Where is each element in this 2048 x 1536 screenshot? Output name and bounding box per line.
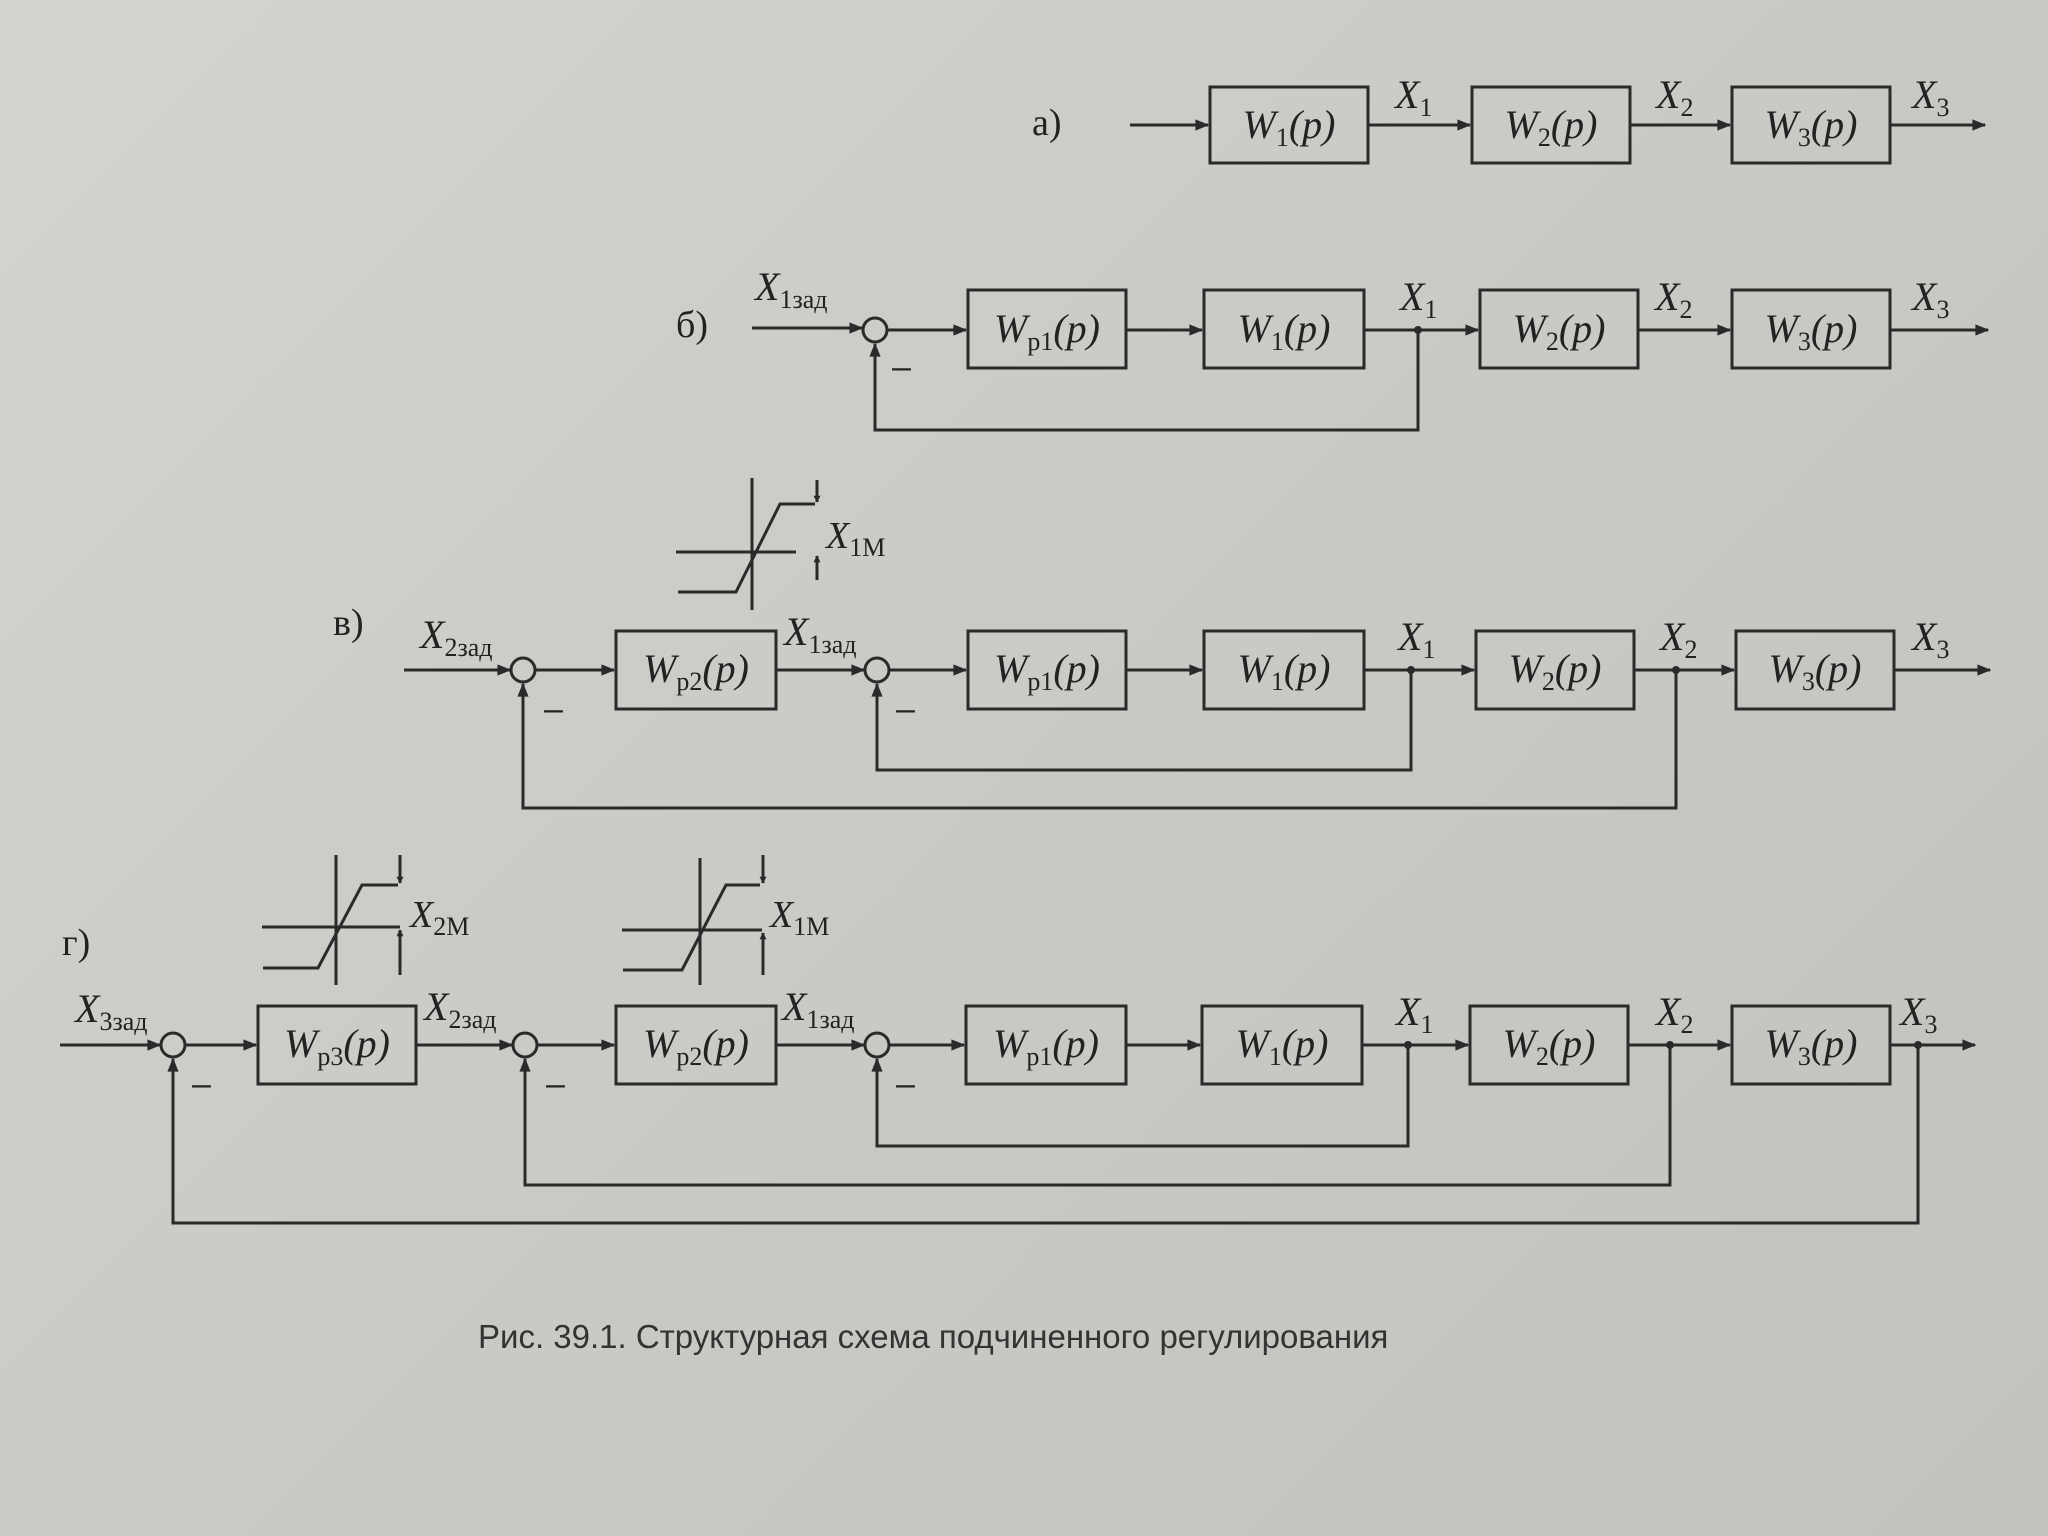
input-x2zad: X2зад (418, 612, 492, 662)
block-wp1: Wp1(p) (966, 629, 1128, 711)
svg-text:Wp1(p): Wp1(p) (993, 1021, 1099, 1071)
feedback-x1 (869, 330, 1420, 432)
part-a: а) W1(p) X1 W2(p) X2 W3(p) X3 (1032, 72, 1987, 165)
signal-x2: X2 (1658, 614, 1697, 664)
part-b-label: б) (676, 304, 708, 346)
summing-junction-2 (511, 1031, 539, 1059)
feedback-x1 (871, 1045, 1410, 1148)
signal-x1zad: X1зад (780, 984, 854, 1034)
block-w2: W2(p) (1474, 629, 1636, 711)
block-wp2: Wp2(p) (614, 629, 778, 711)
block-w2: W2(p) (1468, 1004, 1630, 1086)
svg-text:W2(p): W2(p) (1513, 306, 1606, 356)
svg-text:–: – (896, 1065, 915, 1103)
summing-junction-outer (509, 656, 537, 684)
svg-text:X2M: X2M (408, 894, 469, 941)
feedback-x3 (167, 1045, 1920, 1225)
signal-x2: X2 (1654, 989, 1693, 1039)
svg-text:W2(p): W2(p) (1509, 646, 1602, 696)
svg-text:Wp2(p): Wp2(p) (643, 646, 749, 696)
minus-sign: – (892, 348, 911, 386)
block-wp1: Wp1(p) (966, 288, 1128, 370)
svg-text:W2(p): W2(p) (1505, 102, 1598, 152)
svg-text:W3(p): W3(p) (1765, 306, 1858, 356)
svg-text:X1M: X1M (768, 894, 829, 941)
svg-text:Wp3(p): Wp3(p) (284, 1021, 390, 1071)
part-g: г) X2M X1M X3зад – Wp3(p) X2зад (60, 855, 1977, 1225)
signal-x1zad: X1зад (782, 609, 856, 659)
block-w3: W3(p) (1734, 629, 1896, 711)
svg-text:W1(p): W1(p) (1238, 306, 1331, 356)
signal-x2: X2 (1654, 72, 1693, 122)
block-w1: W1(p) (1202, 288, 1366, 370)
input-x3zad: X3зад (73, 986, 147, 1036)
summing-junction-3 (159, 1031, 187, 1059)
svg-text:W3(p): W3(p) (1769, 646, 1862, 696)
summing-junction-1 (863, 1031, 891, 1059)
block-wp2: Wp2(p) (614, 1004, 778, 1086)
part-g-label: г) (62, 922, 90, 964)
signal-x3: X3 (1898, 989, 1937, 1039)
block-w1: W1(p) (1208, 85, 1370, 165)
part-b: б) X1зад – Wp1(p) W1(p) X1 W2(p) X2 W3(p… (676, 264, 1990, 432)
signal-x3: X3 (1910, 614, 1949, 664)
signal-x3: X3 (1910, 72, 1949, 122)
input-x1zad: X1зад (753, 264, 827, 314)
signal-x1: X1 (1394, 989, 1433, 1039)
svg-text:Wp1(p): Wp1(p) (994, 306, 1100, 356)
feedback-x2 (519, 1045, 1672, 1187)
svg-text:W3(p): W3(p) (1765, 1021, 1858, 1071)
limiter-x1m: X1M (676, 478, 885, 610)
block-w3: W3(p) (1730, 288, 1892, 370)
signal-x2zad: X2зад (422, 984, 496, 1034)
figure-caption: Рис. 39.1. Структурная схема подчиненног… (478, 1318, 1389, 1355)
signal-x3: X3 (1910, 274, 1949, 324)
svg-text:W2(p): W2(p) (1503, 1021, 1596, 1071)
svg-text:–: – (192, 1065, 211, 1103)
block-w2: W2(p) (1478, 288, 1640, 370)
block-w3: W3(p) (1730, 85, 1892, 165)
limiter-x1m: X1M (622, 855, 829, 985)
block-wp1: Wp1(p) (964, 1004, 1128, 1086)
svg-text:W1(p): W1(p) (1243, 102, 1336, 152)
block-w2: W2(p) (1470, 85, 1632, 165)
svg-text:W1(p): W1(p) (1236, 1021, 1329, 1071)
svg-text:Wp2(p): Wp2(p) (643, 1021, 749, 1071)
block-wp3: Wp3(p) (256, 1004, 418, 1086)
limiter-x2m: X2M (262, 855, 469, 985)
summing-junction-inner (863, 656, 891, 684)
svg-text:–: – (544, 690, 563, 728)
part-a-label: а) (1032, 102, 1062, 144)
svg-text:W3(p): W3(p) (1765, 102, 1858, 152)
svg-text:W1(p): W1(p) (1238, 646, 1331, 696)
svg-text:X1M: X1M (824, 515, 885, 562)
block-w3: W3(p) (1730, 1004, 1892, 1086)
svg-text:–: – (546, 1065, 565, 1103)
signal-x1: X1 (1396, 614, 1435, 664)
block-w1: W1(p) (1202, 629, 1366, 711)
svg-text:Wp1(p): Wp1(p) (994, 646, 1100, 696)
summing-junction (861, 316, 889, 344)
signal-x1: X1 (1393, 72, 1432, 122)
feedback-x2 (517, 670, 1678, 810)
part-v-label: в) (333, 602, 364, 644)
part-v: в) X1M X2зад – Wp2(p) X1зад – Wp1(p) (333, 478, 1992, 810)
feedback-x1 (871, 670, 1413, 772)
svg-text:–: – (896, 690, 915, 728)
signal-x1: X1 (1398, 274, 1437, 324)
signal-x2: X2 (1653, 274, 1692, 324)
block-w1: W1(p) (1200, 1004, 1364, 1086)
